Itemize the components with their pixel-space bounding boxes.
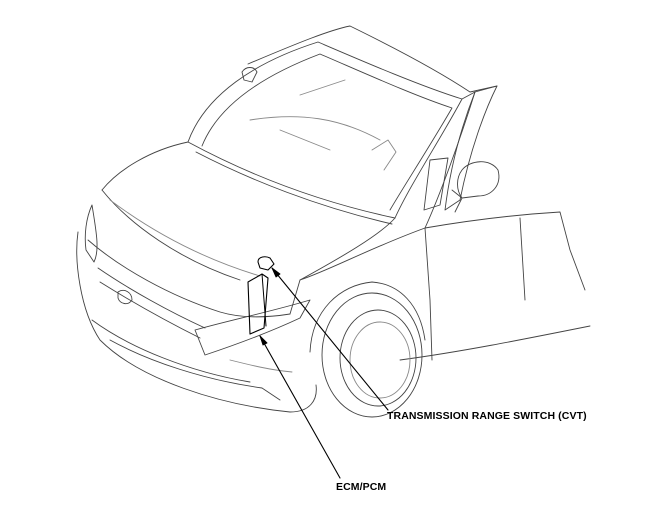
front-wheel-hub: [349, 321, 411, 399]
callout-line-trs: [271, 267, 389, 411]
side-mirror: [457, 161, 500, 199]
front-wheel-outer: [321, 292, 423, 418]
left-headlight: [84, 204, 98, 263]
side-window: [444, 85, 498, 211]
bumper-intake: [109, 339, 281, 401]
roof-outline: [247, 25, 498, 93]
door-line: [424, 217, 526, 361]
transmission-range-switch: [257, 256, 275, 271]
interior-seat: [371, 139, 397, 171]
windshield-base-inner: [195, 151, 393, 225]
bumper-outer: [76, 231, 317, 413]
front-wheel-inner: [339, 309, 417, 407]
transmission-range-switch-label: TRANSMISSION RANGE SWITCH (CVT): [387, 410, 587, 422]
hood-left-edge: [101, 141, 189, 191]
windshield-inner: [201, 53, 453, 211]
right-headlight: [194, 299, 311, 356]
interior-dash: [249, 116, 381, 141]
callout-arrow-trs: [271, 267, 281, 278]
left-mirror: [241, 67, 258, 83]
upper-grille-lower: [99, 281, 201, 339]
bumper-lower-vent: [91, 319, 251, 383]
side-mirror-stem: [451, 189, 463, 213]
hood-crease: [109, 199, 261, 277]
side-sill: [399, 325, 591, 361]
side-window-frame: [423, 157, 449, 211]
ecm-pcm-edge: [261, 273, 267, 327]
windshield-base: [187, 141, 396, 219]
emblem: [117, 289, 133, 305]
ecm-pcm-label: ECM/PCM: [336, 481, 387, 493]
windshield-outer: [187, 41, 463, 219]
fog-area: [229, 359, 293, 373]
upper-grille: [97, 267, 206, 329]
ecm-pcm-unit: [247, 273, 269, 335]
fender-top: [299, 227, 426, 281]
wheel-arch: [309, 281, 426, 353]
hood-surface: [101, 189, 241, 281]
hood-front-edge: [87, 239, 291, 318]
a-pillar: [424, 91, 476, 229]
callout-arrow-ecm: [259, 335, 268, 346]
callout-line-ecm: [259, 335, 341, 479]
interior-line: [279, 79, 346, 151]
hood-right-edge: [289, 217, 396, 315]
body-side: [424, 211, 586, 291]
